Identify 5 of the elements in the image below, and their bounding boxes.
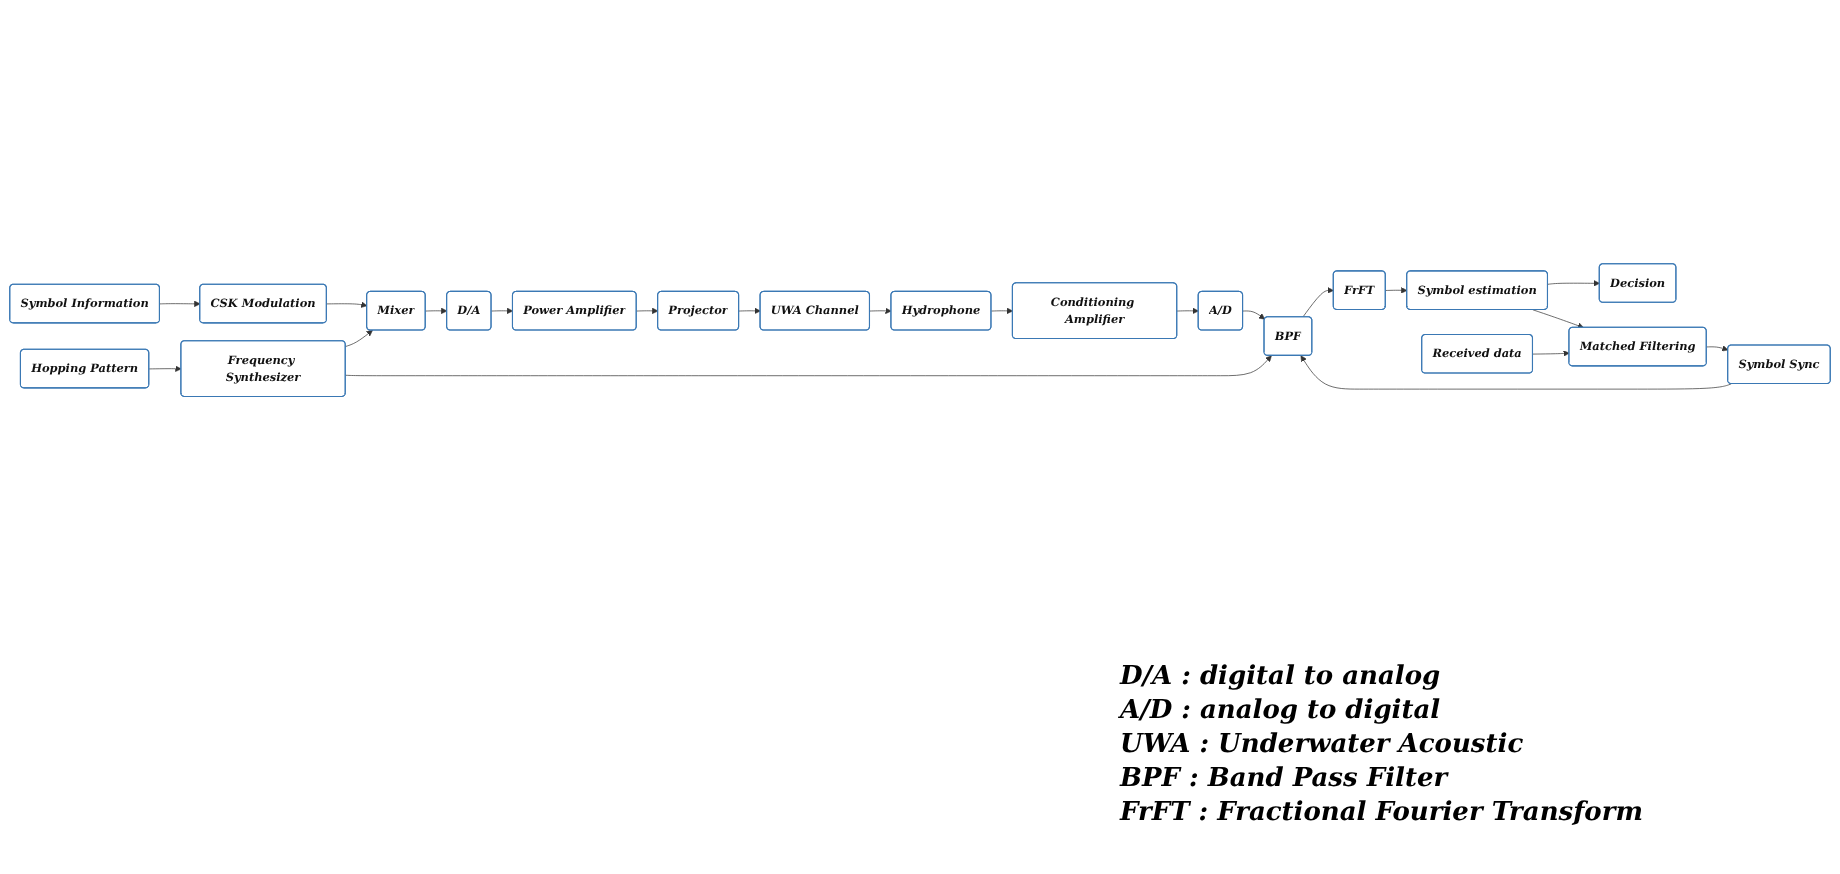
abbreviation-note: A/D : analog to digital (1120, 694, 1443, 728)
abbreviation-note: D/A : digital to analog (1120, 660, 1443, 694)
abbreviation-note: BPF : Band Pass Filter (1120, 762, 1451, 796)
abbreviation-note: FrFT : Fractional Fourier Transform (1120, 796, 1643, 830)
abbreviation-note: UWA : Underwater Acoustic (1120, 728, 1526, 762)
